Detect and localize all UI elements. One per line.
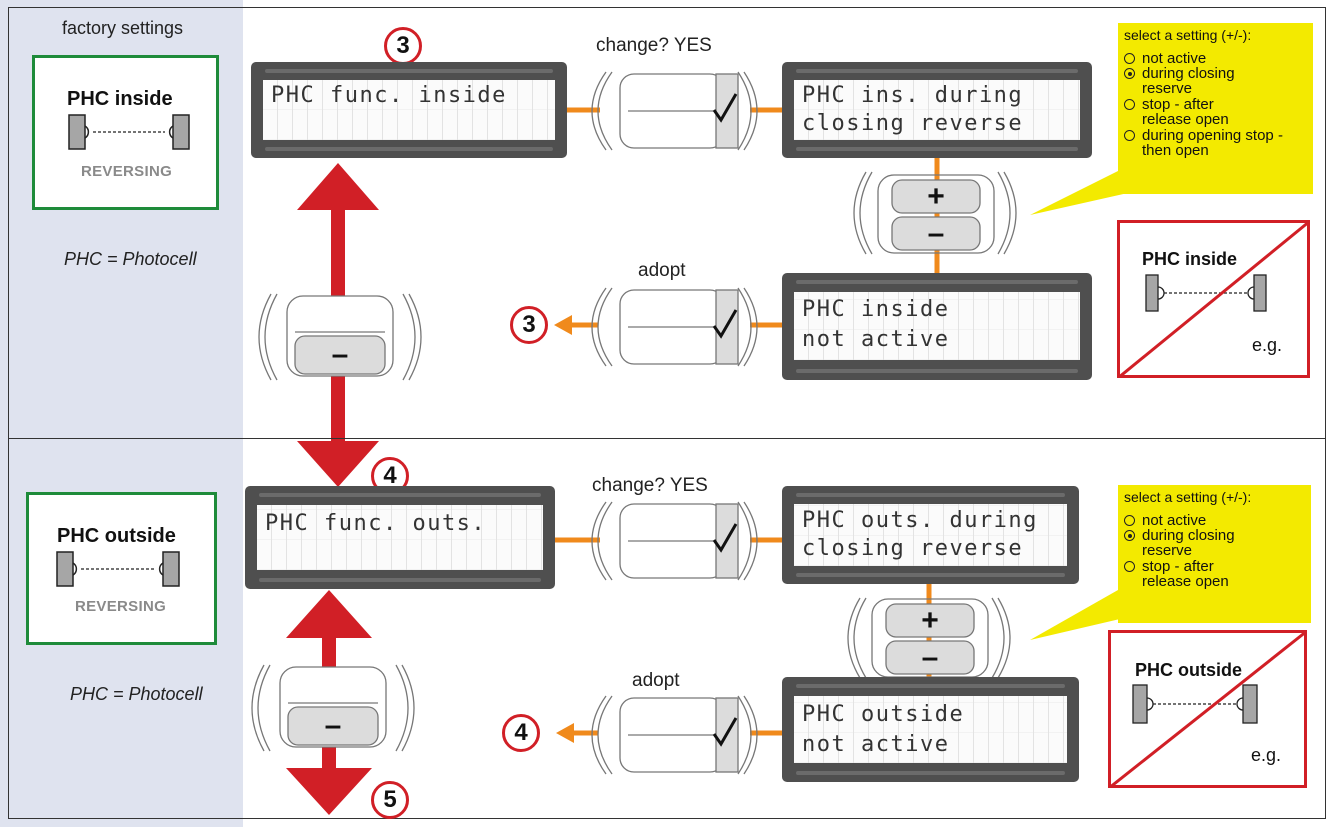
phc-note-inside: PHC = Photocell [64,249,197,269]
example-label: e.g. [1252,335,1283,355]
option-item: not active [1142,50,1207,67]
lcd-line-1: PHC func. inside [271,83,507,108]
keypad-plus-minus: + – [844,596,1014,680]
factory-outside-title: PHC outside [57,525,176,547]
option-item: during closing reserve [1142,527,1235,559]
adopt-label: adopt [638,260,686,281]
phc-note-outside: PHC = Photocell [70,684,203,704]
options-callout: select a setting (+/-): not active durin… [1118,485,1311,623]
check-mark-icon [712,93,738,123]
nav-minus-button[interactable]: – [324,709,342,742]
option-item: stop - after release open [1142,96,1229,128]
section-divider [8,438,1326,439]
keypad-nav-minus: – [255,292,425,382]
options-title: select a setting (+/-): [1124,27,1252,43]
lcd-line-2: not active [802,327,950,352]
keypad-plus-minus: + – [850,170,1020,256]
lcd-line-1: PHC ins. during [802,83,1024,108]
example-not-active-box: PHC inside e.g. [1117,220,1310,378]
example-not-active-box: PHC outside e.g. [1108,630,1307,788]
lcd-menu-outside: PHC func. outs. [245,486,555,589]
cross-line [1111,633,1304,785]
factory-outside-subtitle: REVERSING [75,598,167,615]
option-item: stop - after release open [1142,558,1229,590]
adopt-label: adopt [632,670,680,691]
plus-button[interactable]: + [921,604,939,637]
factory-inside-title: PHC inside [67,88,173,110]
return-step-badge: 3 [510,306,548,344]
lcd-line-2: closing reverse [802,536,1024,561]
lcd-menu-inside: PHC func. inside [251,62,567,158]
factory-setting-inside-box: PHC inside REVERSING [32,55,219,210]
lcd-setting-outside: PHC outs. during closing reverse [782,486,1079,584]
option-item: during closing reserve [1142,65,1235,97]
radio-icon [1124,53,1135,64]
options-callout: select a setting (+/-): not active durin… [1118,23,1313,194]
check-mark-icon [712,309,738,339]
lcd-line-1: PHC outside [802,702,965,727]
cross-line [1120,223,1307,375]
radio-icon [1124,68,1135,79]
nav-minus-button[interactable]: – [331,338,349,371]
orange-arrowhead [554,315,572,335]
minus-button[interactable]: – [927,217,945,250]
orange-arrowhead [556,723,574,743]
minus-button[interactable]: – [921,641,939,674]
example-title: PHC outside [1135,660,1243,680]
lcd-setting-inside: PHC ins. during closing reverse [782,62,1092,158]
radio-icon [1124,130,1135,141]
radio-icon [1124,99,1135,110]
factory-setting-outside-box: PHC outside REVERSING [26,492,217,645]
factory-settings-label: factory settings [62,18,184,38]
lcd-line-2: not active [802,732,950,757]
keypad-adopt[interactable] [588,694,760,776]
photocell-icon [56,551,180,587]
radio-icon [1124,515,1135,526]
check-mark-icon [712,523,738,553]
example-title: PHC inside [1142,249,1238,269]
lcd-line-1: PHC func. outs. [265,511,487,536]
change-yes-label: change? YES [596,35,712,56]
lcd-result-inside: PHC inside not active [782,273,1092,380]
lcd-line-1: PHC inside [802,297,950,322]
example-label: e.g. [1251,745,1282,765]
return-step-badge: 4 [502,714,540,752]
options-title: select a setting (+/-): [1124,489,1252,505]
keypad-adopt[interactable] [588,286,760,368]
change-yes-label: change? YES [592,475,708,496]
lcd-result-outside: PHC outside not active [782,677,1079,782]
option-item: during opening stop - then open [1142,127,1283,159]
keypad-confirm-yes[interactable] [588,500,760,582]
check-mark-icon [712,717,738,747]
option-item: not active [1142,512,1207,529]
step-number-badge: 3 [384,27,422,65]
radio-icon [1124,561,1135,572]
lcd-line-1: PHC outs. during [802,508,1038,533]
photocell-icon [68,114,190,150]
keypad-nav-minus: – [248,663,418,753]
factory-inside-subtitle: REVERSING [81,163,173,180]
keypad-confirm-yes[interactable] [588,70,760,152]
radio-icon [1124,530,1135,541]
next-step-badge: 5 [371,781,409,819]
lcd-line-2: closing reverse [802,111,1024,136]
plus-button[interactable]: + [927,180,945,213]
